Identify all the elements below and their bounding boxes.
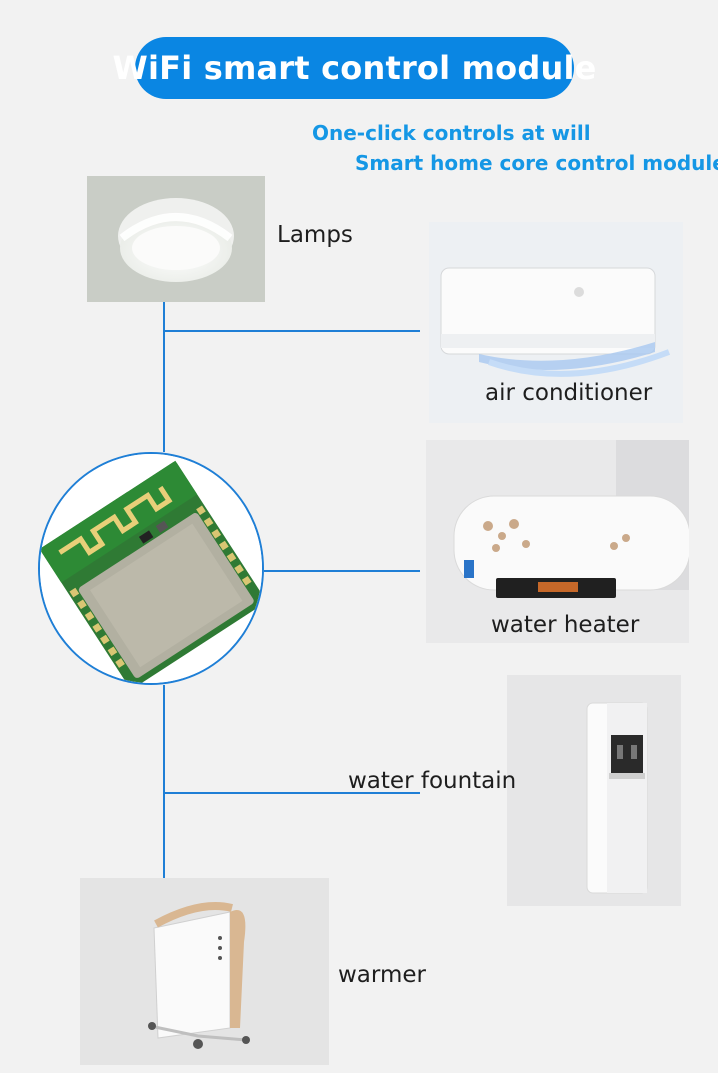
- label-lamps: Lamps: [277, 222, 353, 248]
- air-conditioner-icon: [429, 222, 683, 423]
- warmer-icon: [80, 878, 329, 1065]
- wifi-module-image: [38, 452, 264, 685]
- lamp-icon: [87, 176, 265, 302]
- water-fountain-icon: [507, 675, 681, 906]
- label-warmer: warmer: [338, 962, 426, 988]
- label-air-conditioner: air conditioner: [485, 380, 653, 406]
- water-heater-icon: [426, 440, 689, 643]
- wifi-module-icon: [40, 454, 262, 683]
- air-conditioner-image: [429, 222, 683, 423]
- title-pill: WiFi smart control module: [112, 37, 596, 99]
- label-water-heater: water heater: [491, 612, 640, 638]
- label-water-fountain: water fountain: [348, 768, 517, 794]
- tagline-2: Smart home core control module: [355, 151, 718, 175]
- water-fountain-image: [507, 675, 681, 906]
- page-title: WiFi smart control module: [112, 49, 597, 87]
- water-heater-image: [426, 440, 689, 643]
- lamp-image: [87, 176, 265, 302]
- warmer-image: [80, 878, 329, 1065]
- tagline-1: One-click controls at will: [312, 121, 591, 145]
